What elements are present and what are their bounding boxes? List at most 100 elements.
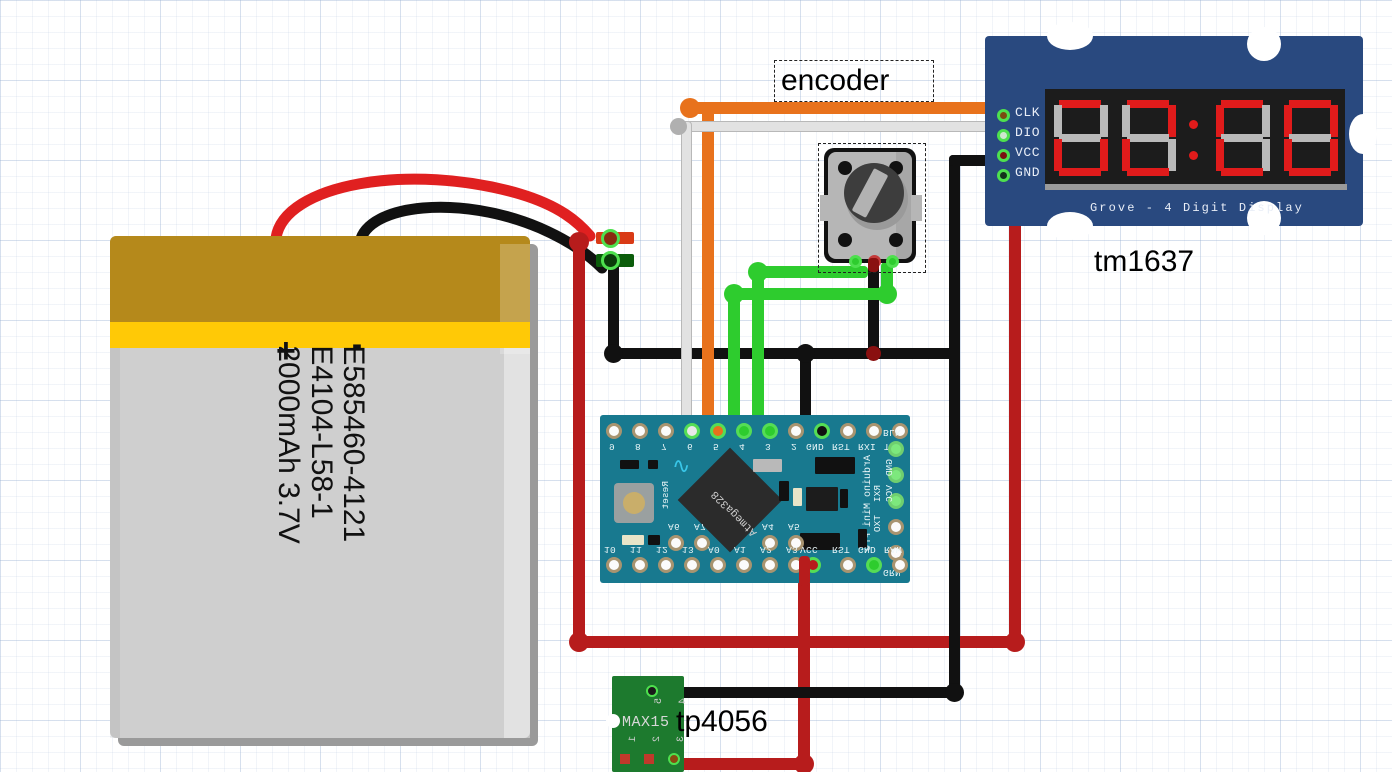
battery-rating: 2000mAh 3.7V bbox=[271, 345, 305, 544]
arduino-pin-rxi[interactable] bbox=[866, 423, 882, 439]
wire-dio-horiz[interactable] bbox=[673, 121, 1009, 132]
arduino-pin-10[interactable] bbox=[606, 557, 622, 573]
junction-gnd-arduino bbox=[796, 344, 815, 363]
arduino-pad-rxi-r[interactable] bbox=[888, 519, 904, 535]
encoder-screw-tl bbox=[838, 161, 852, 175]
arduino-pin-a7[interactable] bbox=[694, 535, 710, 551]
arduino-label-a1: A1 bbox=[734, 544, 747, 555]
wire-enc-b-vert[interactable] bbox=[728, 288, 740, 433]
arduino-pin-4[interactable] bbox=[736, 423, 752, 439]
arduino-pin-5[interactable] bbox=[710, 423, 726, 439]
wire-gnd-arduino-vert[interactable] bbox=[800, 348, 811, 432]
arduino-pin-gnd-top[interactable] bbox=[814, 423, 830, 439]
arduino-pin-a2[interactable] bbox=[762, 557, 778, 573]
wire-gnd-tp-horiz[interactable] bbox=[650, 687, 960, 698]
tm1637-annotation-label[interactable]: tm1637 bbox=[1094, 245, 1195, 278]
digit2-seg-f bbox=[1122, 105, 1130, 137]
arduino-pin-a1[interactable] bbox=[736, 557, 752, 573]
arduino-pad-vcc-r[interactable] bbox=[888, 493, 904, 509]
arduino-pin-a6[interactable] bbox=[668, 535, 684, 551]
tm1637-notch-r bbox=[1349, 114, 1377, 154]
arduino-pin-11[interactable] bbox=[632, 557, 648, 573]
wire-gnd-encoder-vert[interactable] bbox=[868, 260, 879, 355]
digit4-seg-c bbox=[1330, 139, 1338, 171]
digit1-seg-a bbox=[1059, 100, 1101, 108]
tp4056-label-4: 4 bbox=[678, 698, 689, 705]
arduino-pin-rst-bottom[interactable] bbox=[840, 557, 856, 573]
jst-positive-ring bbox=[601, 229, 620, 248]
wire-gnd-tm-stub[interactable] bbox=[949, 155, 1007, 166]
arduino-pin-3[interactable] bbox=[762, 423, 778, 439]
tp4056-pad-1[interactable] bbox=[620, 754, 630, 764]
lipo-battery[interactable]: + - E585460-4121 E4104-L58-1 2000mAh 3.7… bbox=[110, 236, 538, 746]
wire-chg-bottom-horiz[interactable] bbox=[670, 758, 805, 770]
digit3-seg-d bbox=[1221, 168, 1263, 176]
arduino-diode-1 bbox=[815, 457, 855, 474]
arduino-label-rxi: RXI bbox=[858, 441, 877, 452]
wire-enc-a-vert[interactable] bbox=[752, 266, 764, 433]
digit1-seg-g bbox=[1059, 134, 1101, 142]
tp4056-pad-5[interactable] bbox=[646, 685, 658, 697]
tm1637-pad-gnd[interactable] bbox=[997, 169, 1010, 182]
tm1637-notch-tl bbox=[1047, 22, 1093, 50]
tm1637-pad-clk[interactable] bbox=[997, 109, 1010, 122]
wire-vcc-right-vert[interactable] bbox=[1009, 158, 1021, 648]
arduino-pin-12[interactable] bbox=[658, 557, 674, 573]
arduino-pin-rst-top[interactable] bbox=[840, 423, 856, 439]
wire-encoder-center-stub[interactable] bbox=[868, 258, 879, 272]
arduino-pro-mini[interactable]: 9 8 7 6 5 4 3 2 GND RST RXI TXO BLK GRN … bbox=[600, 415, 910, 583]
tm1637-caption: Grove - 4 Digit Display bbox=[1090, 201, 1304, 215]
arduino-pin-8[interactable] bbox=[632, 423, 648, 439]
tm1637-pad-dio[interactable] bbox=[997, 129, 1010, 142]
wire-gnd-bus-horiz[interactable] bbox=[608, 348, 960, 359]
arduino-pin-a5[interactable] bbox=[788, 535, 804, 551]
encoder-pad-a[interactable] bbox=[849, 255, 862, 268]
arduino-pin-9[interactable] bbox=[606, 423, 622, 439]
arduino-label-blk: BLK bbox=[883, 427, 902, 438]
wire-vcc-bottom-horiz[interactable] bbox=[573, 636, 1021, 648]
arduino-pin-13[interactable] bbox=[684, 557, 700, 573]
arduino-pin-a4[interactable] bbox=[762, 535, 778, 551]
wire-vcc-arduino-stub[interactable] bbox=[799, 556, 810, 586]
junction-enc-a bbox=[748, 262, 768, 282]
tp4056-charger-module[interactable]: 5 4 MAX15 1 2 3 bbox=[606, 676, 689, 772]
tp4056-annotation-label[interactable]: tp4056 bbox=[676, 705, 768, 738]
tm1637-display-module[interactable]: CLK DIO VCC GND bbox=[985, 22, 1377, 240]
encoder-pad-b[interactable] bbox=[886, 255, 899, 268]
arduino-pad-gnd-r[interactable] bbox=[888, 467, 904, 483]
battery-model: E585460-4121 bbox=[336, 345, 370, 543]
wire-enc-a-horiz[interactable] bbox=[752, 266, 868, 278]
arduino-resistor-1 bbox=[620, 460, 639, 469]
tp4056-pad-2[interactable] bbox=[644, 754, 654, 764]
wire-dio-vert[interactable] bbox=[681, 121, 692, 433]
tm1637-label-clk: CLK bbox=[1015, 105, 1041, 120]
encoder-selection-box bbox=[818, 143, 926, 273]
wire-gnd-right-vert[interactable] bbox=[949, 155, 960, 693]
arduino-smd-1 bbox=[779, 481, 789, 501]
encoder-annotation-label[interactable]: encoder bbox=[774, 60, 934, 102]
arduino-pin-2[interactable] bbox=[788, 423, 804, 439]
wire-clk-horiz[interactable] bbox=[684, 102, 1009, 114]
tp4056-label-2: 2 bbox=[652, 736, 663, 743]
wire-enc-b-horiz[interactable] bbox=[728, 288, 893, 300]
tm1637-pad-vcc[interactable] bbox=[997, 149, 1010, 162]
rotary-encoder[interactable] bbox=[818, 143, 926, 273]
wire-clk-vert[interactable] bbox=[702, 102, 714, 432]
wire-gnd-batt-vert[interactable] bbox=[608, 258, 619, 354]
tm1637-label-gnd: GND bbox=[1015, 165, 1041, 180]
arduino-pad-blk[interactable] bbox=[888, 441, 904, 457]
tm1637-screen-shadow bbox=[1045, 184, 1347, 190]
tp4056-pad-3[interactable] bbox=[668, 753, 680, 765]
arduino-pin-txo[interactable] bbox=[892, 423, 908, 439]
arduino-pin-gnd-bottom[interactable] bbox=[866, 557, 882, 573]
digit4-seg-f bbox=[1284, 105, 1292, 137]
arduino-label-11: 11 bbox=[630, 544, 643, 555]
arduino-pin-a0[interactable] bbox=[710, 557, 726, 573]
arduino-reset-button[interactable] bbox=[614, 483, 654, 523]
arduino-pin-7[interactable] bbox=[658, 423, 674, 439]
arduino-pin-6[interactable] bbox=[684, 423, 700, 439]
wire-chg-vert[interactable] bbox=[798, 570, 810, 770]
wire-vcc-batt-vert[interactable] bbox=[573, 236, 585, 648]
arduino-pin-raw[interactable] bbox=[892, 557, 908, 573]
arduino-regulator bbox=[806, 487, 838, 511]
